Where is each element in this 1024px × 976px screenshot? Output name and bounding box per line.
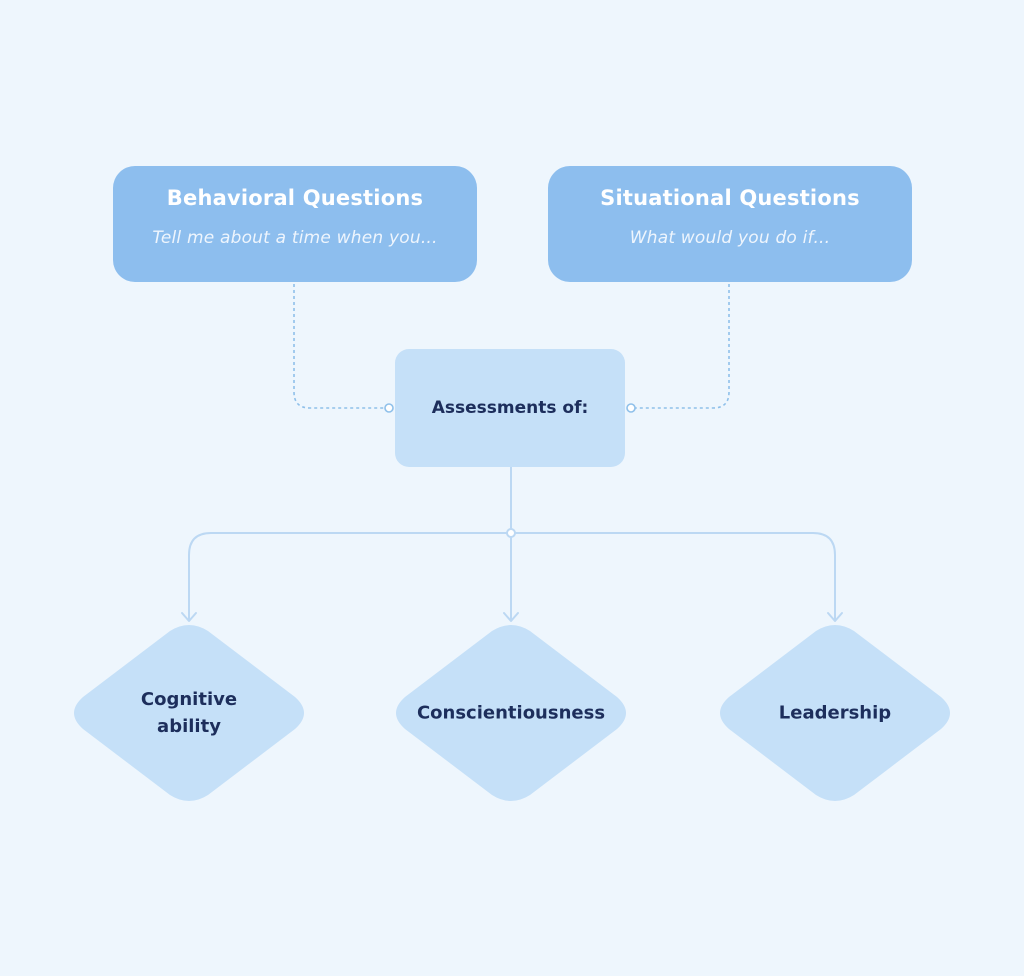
behavioral-questions-title: Behavioral Questions: [166, 186, 424, 210]
arrowhead-left: [181, 612, 197, 622]
diamond-shape: [720, 625, 950, 801]
connector-node-center: [506, 528, 516, 538]
behavioral-questions-box: Behavioral Questions Tell me about a tim…: [113, 166, 477, 282]
outcome-label-cognitive-ability: Cognitive ability: [140, 689, 238, 737]
outcome-diamond-conscientiousness: Conscientiousness: [393, 625, 629, 801]
behavioral-questions-example: Tell me about a time when you...: [152, 228, 438, 248]
situational-questions-box: Situational Questions What would you do …: [548, 166, 912, 282]
outcome-label-conscientiousness: Conscientiousness: [416, 702, 606, 724]
outcome-label-leadership: Leadership: [778, 702, 892, 724]
connector-node-right: [626, 403, 636, 413]
dashed-connector-right: [635, 284, 730, 409]
outcome-diamond-leadership: Leadership: [717, 625, 953, 801]
situational-questions-title: Situational Questions: [600, 186, 860, 210]
assessments-box: Assessments of:: [395, 349, 625, 467]
assessments-label: Assessments of:: [431, 398, 589, 418]
arrowhead-right: [827, 612, 843, 622]
diamond-shape: [396, 625, 626, 801]
diamond-shape: [74, 625, 304, 801]
connector-node-left: [384, 403, 394, 413]
branch-connector-right: [515, 532, 836, 620]
branch-connector-left: [188, 532, 507, 620]
dashed-connector-left: [293, 284, 385, 409]
outcome-diamond-cognitive-ability: Cognitive ability: [71, 625, 307, 801]
arrowhead-middle: [503, 612, 519, 622]
situational-questions-example: What would you do if...: [629, 228, 831, 248]
